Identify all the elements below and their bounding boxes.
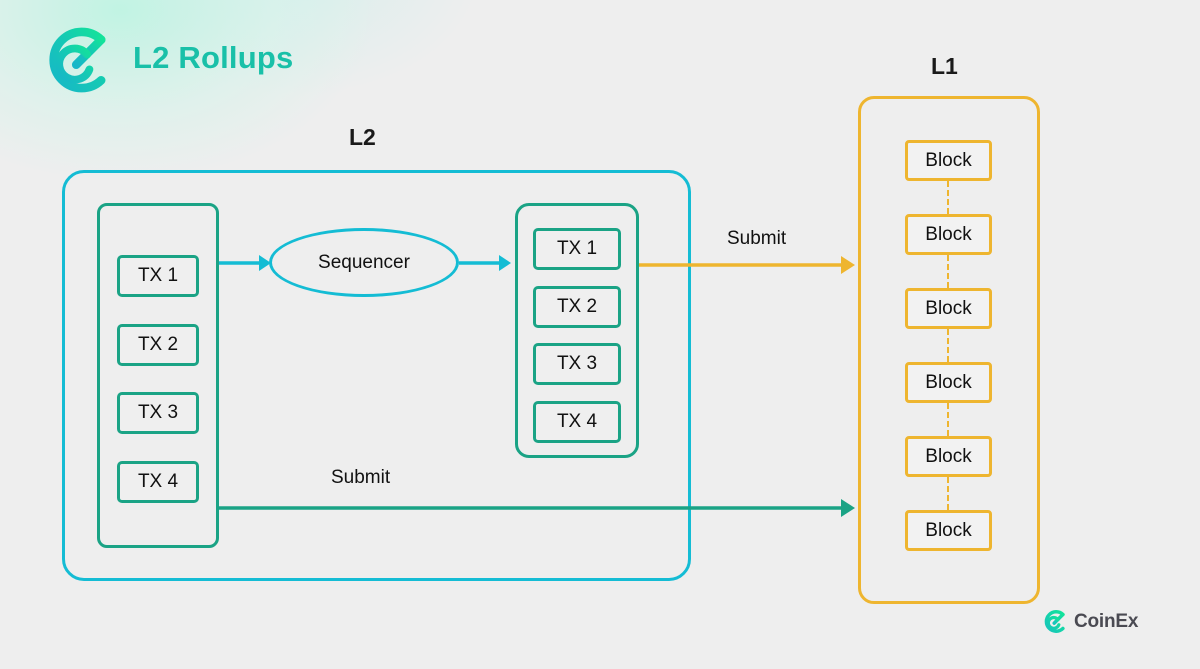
arrow-right-icon xyxy=(459,255,511,271)
pool-tx-item[interactable]: TX 1 xyxy=(117,255,199,297)
l1-container xyxy=(858,96,1040,604)
l1-title: L1 xyxy=(931,53,958,79)
arrow-right-icon xyxy=(639,256,855,274)
l1-block-item[interactable]: Block xyxy=(905,140,992,181)
sequencer-node[interactable]: Sequencer xyxy=(269,228,459,297)
block-link-connector xyxy=(947,181,949,214)
batch-tx-item[interactable]: TX 2 xyxy=(533,286,621,328)
batch-tx-item[interactable]: TX 4 xyxy=(533,401,621,443)
watermark: CoinEx xyxy=(1041,608,1138,635)
l1-block-item[interactable]: Block xyxy=(905,510,992,551)
l2-pending-pool xyxy=(97,203,219,548)
l1-block-item[interactable]: Block xyxy=(905,288,992,329)
l2-batch-container xyxy=(515,203,639,458)
pool-tx-item[interactable]: TX 4 xyxy=(117,461,199,503)
submit-label-top: Submit xyxy=(727,228,787,249)
coinex-logo-icon xyxy=(1044,610,1065,633)
watermark-brand: CoinEx xyxy=(1074,610,1139,632)
l1-block-item[interactable]: Block xyxy=(905,436,992,477)
batch-tx-item[interactable]: TX 1 xyxy=(533,228,621,270)
arrow-right-icon xyxy=(219,255,271,271)
pool-tx-item[interactable]: TX 2 xyxy=(117,324,199,366)
block-link-connector xyxy=(947,403,949,436)
page-title: L2 Rollups xyxy=(133,40,294,75)
l2-title: L2 xyxy=(349,124,376,150)
arrow-right-icon xyxy=(219,499,855,517)
l1-block-item[interactable]: Block xyxy=(905,214,992,255)
l2-container xyxy=(62,170,691,581)
block-link-connector xyxy=(947,329,949,362)
submit-label-bottom: Submit xyxy=(331,467,391,488)
l1-block-item[interactable]: Block xyxy=(905,362,992,403)
block-link-connector xyxy=(947,477,949,510)
batch-tx-item[interactable]: TX 3 xyxy=(533,343,621,385)
block-link-connector xyxy=(947,255,949,288)
pool-tx-item[interactable]: TX 3 xyxy=(117,392,199,434)
coinex-logo-icon xyxy=(49,27,106,93)
